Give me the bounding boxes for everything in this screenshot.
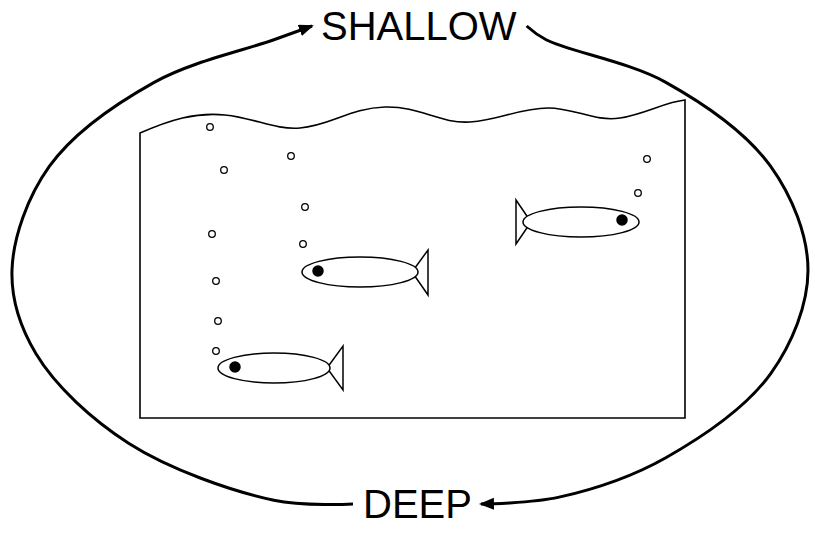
- cycle-arrow: [12, 26, 353, 505]
- fish: [516, 200, 639, 244]
- fish-body: [218, 353, 330, 383]
- bubble: [209, 231, 216, 238]
- bubbles: [207, 124, 651, 355]
- fish: [302, 250, 428, 295]
- fish-eye: [230, 362, 240, 372]
- depth-label: DEEP: [363, 480, 472, 528]
- bubble: [300, 241, 307, 248]
- fish-body: [523, 207, 639, 237]
- bubble: [207, 124, 214, 131]
- bubble: [288, 153, 295, 160]
- depth-label: SHALLOW: [321, 2, 517, 50]
- bubble: [213, 278, 220, 285]
- bubble: [644, 156, 651, 163]
- tank-outline: [140, 100, 685, 418]
- cycle-arrow: [481, 26, 808, 504]
- depth-label-node: DEEP: [361, 480, 474, 528]
- fish-body: [302, 257, 418, 287]
- fish-eye: [313, 266, 323, 276]
- fish-eye: [617, 215, 627, 225]
- bubble: [213, 348, 220, 355]
- bubble: [215, 318, 222, 325]
- bubble: [221, 167, 228, 174]
- depth-label-node: SHALLOW: [319, 2, 519, 50]
- fish: [218, 346, 343, 390]
- bubble: [302, 204, 309, 211]
- bubble: [635, 190, 642, 197]
